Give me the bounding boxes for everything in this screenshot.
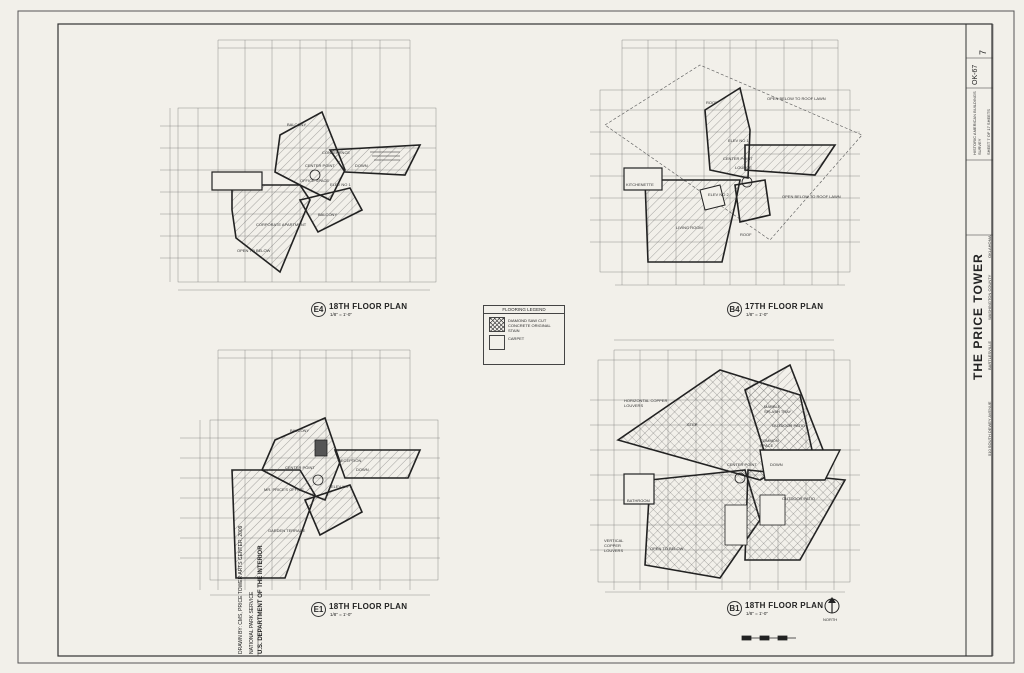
room-label: BALCONY bbox=[290, 428, 310, 433]
plan-b4-walls bbox=[623, 86, 837, 263]
room-label: DOWN bbox=[355, 163, 368, 168]
room-label: CONFERENCE bbox=[322, 150, 351, 155]
address: 510 SOUTH DEWEY AVENUE bbox=[987, 401, 992, 456]
room-label: OPEN BELOW TO ROOF LAWN bbox=[782, 194, 841, 199]
room-label: ROOF bbox=[706, 100, 718, 105]
outer-border bbox=[17, 10, 1015, 664]
county: WASHINGTON COUNTY bbox=[987, 274, 992, 320]
plan-scale-b1: 1/8" = 1'-0" bbox=[746, 611, 768, 616]
room-label: CENTER POINT bbox=[727, 462, 757, 467]
room-label: STEP bbox=[687, 422, 698, 427]
carpet-swatch bbox=[489, 335, 505, 350]
inner-border bbox=[57, 23, 993, 657]
plan-title-e4: 18TH FLOOR PLAN bbox=[329, 302, 408, 311]
legend-heading: FLOORING LEGEND bbox=[484, 306, 564, 314]
room-label: LOUNGE bbox=[735, 165, 752, 170]
room-label: BALCONY bbox=[318, 212, 338, 217]
room-label: OUTDOOR PATIO bbox=[782, 496, 815, 501]
plan-scale-e1: 1/8" = 1'-0" bbox=[330, 612, 352, 617]
room-label: ELEV NO 1 bbox=[728, 138, 749, 143]
plan-id-b1: B1 bbox=[727, 601, 742, 616]
plan-title-b4: 17TH FLOOR PLAN bbox=[745, 302, 824, 311]
state: OKLAHOMA bbox=[987, 235, 992, 258]
room-label: HORIZONTAL COPPER LOUVERS bbox=[624, 398, 668, 408]
room-label: ELEV NO 2 bbox=[708, 192, 729, 197]
plan-title-b1: 18TH FLOOR PLAN bbox=[745, 601, 824, 610]
room-label: MARBLE SPLASH TRAY bbox=[764, 404, 792, 414]
plan-scale-e4: 1/8" = 1'-0" bbox=[330, 312, 352, 317]
plan-scale-b4: 1/8" = 1'-0" bbox=[746, 312, 768, 317]
plan-id-b4: B4 bbox=[727, 302, 742, 317]
legend-row-carpet: CARPET bbox=[484, 332, 564, 350]
north-label: NORTH bbox=[823, 617, 838, 622]
legend-row-concrete: DIAMOND SAW CUT CONCRETE ORIGINAL STAIN bbox=[484, 314, 564, 333]
sheet-title: THE PRICE TOWER bbox=[971, 253, 985, 380]
room-label: VERTICAL COPPER LOUVERS bbox=[604, 538, 624, 553]
plan-e1-walls bbox=[231, 416, 422, 579]
room-label: ELEV NO 1 bbox=[330, 182, 351, 187]
room-label: CENTER POINT bbox=[285, 465, 315, 470]
north-arrow-graphic bbox=[824, 597, 840, 614]
room-label: CORPORATE APARTMENT bbox=[256, 222, 307, 227]
plan-id-e1: E1 bbox=[311, 602, 326, 617]
room-label: CENTER POINT bbox=[305, 163, 335, 168]
flooring-legend: FLOORING LEGEND DIAMOND SAW CUT CONCRETE… bbox=[483, 305, 565, 365]
room-label: ROOF bbox=[740, 232, 752, 237]
drawn-by: DRAWN BY: CMS, PRICE TOWER ARTS CENTER, … bbox=[238, 525, 244, 654]
room-label: LIVING ROOM bbox=[676, 225, 703, 230]
survey-number: OK-67 bbox=[972, 64, 979, 85]
graphic-scale bbox=[741, 635, 796, 641]
sheet-number: SHEET 7 OF 17 SHEETS bbox=[986, 109, 991, 155]
agency-line-1: U.S. DEPARTMENT OF THE INTERIOR bbox=[258, 545, 264, 654]
room-label: DOWN bbox=[356, 467, 369, 472]
index-number: 7 bbox=[978, 49, 988, 55]
room-label: BATHROOM bbox=[627, 498, 650, 503]
room-label: OUTDOOR PATIO bbox=[772, 423, 805, 428]
room-label: KITCHENETTE bbox=[626, 182, 654, 187]
legend-item-concrete: DIAMOND SAW CUT CONCRETE ORIGINAL STAIN bbox=[508, 318, 551, 333]
room-label: OFFICE SPACE bbox=[300, 178, 330, 183]
room-label: DOWN bbox=[770, 462, 783, 467]
room-label: BALCONY bbox=[287, 122, 307, 127]
legend-item-carpet: CARPET bbox=[508, 336, 525, 341]
plan-b1-walls bbox=[616, 363, 847, 579]
room-label: GARDEN TERRACE bbox=[268, 528, 306, 533]
concrete-swatch bbox=[489, 317, 505, 332]
room-label: OPEN TO BELOW bbox=[650, 546, 684, 551]
plan-title-e1: 18TH FLOOR PLAN bbox=[329, 602, 408, 611]
plan-id-e4: E4 bbox=[311, 302, 326, 317]
room-label: ELEV NO 1 bbox=[331, 484, 352, 489]
city: BARTLESVILLE bbox=[987, 340, 992, 370]
room-label: OPEN TO BELOW bbox=[237, 248, 271, 253]
room-label: RECEPTION bbox=[338, 458, 362, 463]
room-label: CENTER POINT bbox=[723, 156, 753, 161]
survey-label: HISTORIC AMERICAN BUILDINGS SURVEY bbox=[972, 91, 982, 155]
agency-line-2: NATIONAL PARK SERVICE bbox=[249, 591, 255, 654]
room-label: COMMON SPACE bbox=[760, 438, 779, 448]
room-label: OPEN BELOW TO ROOF LAWN bbox=[767, 96, 826, 101]
plan-e4-walls bbox=[211, 110, 422, 274]
room-label: MR. PRICE'S OFFICE bbox=[264, 487, 304, 492]
